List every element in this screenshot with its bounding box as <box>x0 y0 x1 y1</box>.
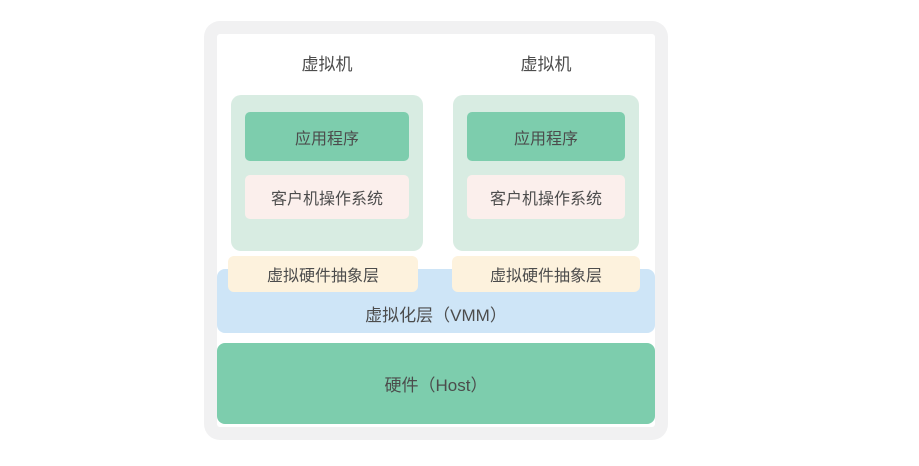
hardware-label: 硬件（Host） <box>384 376 488 395</box>
virtualization-diagram-card: 虚拟机 虚拟机 应用程序 客户机操作系统 应用程序 客户机操作系统 虚拟硬件抽象… <box>204 21 668 440</box>
hardware-band: 硬件（Host） <box>217 343 655 424</box>
vm1-application-block: 应用程序 <box>245 112 409 161</box>
vm2-title: 虚拟机 <box>520 55 572 74</box>
diagram-area: 虚拟机 虚拟机 应用程序 客户机操作系统 应用程序 客户机操作系统 虚拟硬件抽象… <box>217 34 655 427</box>
vm2-application-block: 应用程序 <box>467 112 625 161</box>
vm2-container: 应用程序 客户机操作系统 <box>453 95 639 251</box>
vm1-guest-os-block: 客户机操作系统 <box>245 175 409 219</box>
vm1-container: 应用程序 客户机操作系统 <box>231 95 423 251</box>
vmm-layer-label: 虚拟化层（VMM） <box>365 305 507 325</box>
vm1-title: 虚拟机 <box>301 55 353 74</box>
vm2-guest-os-block: 客户机操作系统 <box>467 175 625 219</box>
vm1-hal-block: 虚拟硬件抽象层 <box>228 256 418 292</box>
vm2-hal-block: 虚拟硬件抽象层 <box>452 256 640 292</box>
